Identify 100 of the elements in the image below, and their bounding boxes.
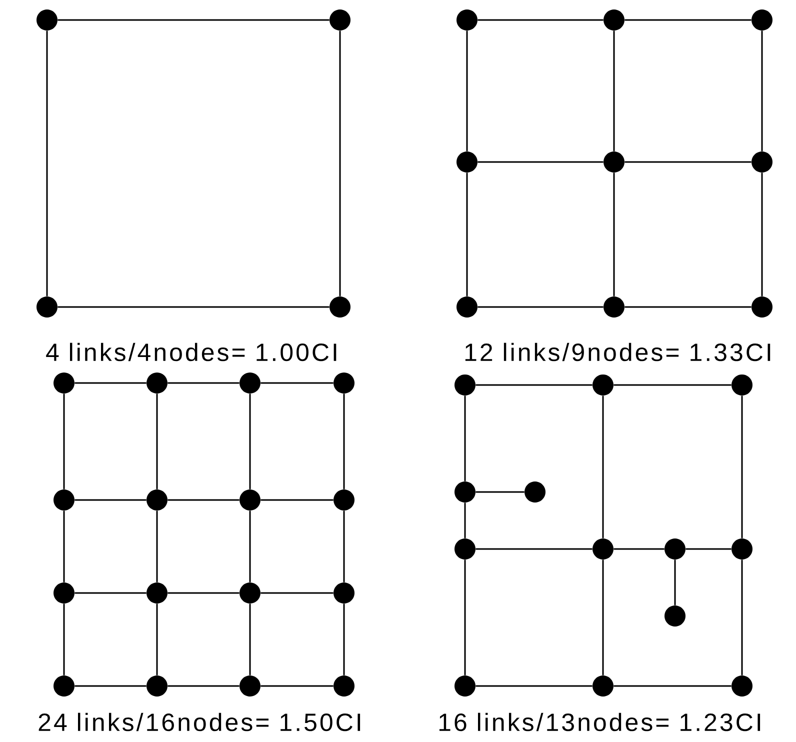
link-line: [674, 560, 676, 606]
link-line: [260, 592, 334, 594]
link-line: [476, 491, 524, 493]
link-line: [46, 30, 48, 296]
network-node: [752, 10, 772, 30]
caption: 12 links/9nodes= 1.33CI: [465, 342, 770, 362]
network-node: [456, 10, 478, 30]
network-node: [54, 372, 74, 394]
link-line: [260, 499, 334, 501]
link-line: [74, 499, 146, 501]
link-line: [74, 685, 146, 687]
network-node: [334, 676, 354, 696]
link-line: [741, 560, 743, 676]
link-line: [478, 19, 604, 21]
network-node: [146, 490, 168, 510]
network-node: [240, 490, 260, 510]
network-node: [592, 538, 614, 560]
network-node: [240, 582, 260, 604]
network-node: [732, 676, 752, 696]
network-node: [146, 676, 168, 696]
link-line: [613, 172, 615, 296]
link-line: [614, 548, 664, 550]
network-node: [604, 152, 624, 172]
network-node: [732, 374, 752, 396]
caption: 4 links/4nodes= 1.00CI: [46, 342, 336, 362]
link-line: [624, 306, 752, 308]
network-node: [454, 482, 476, 502]
link-line: [63, 604, 65, 676]
link-line: [168, 499, 240, 501]
link-line: [168, 382, 240, 384]
network-node: [752, 152, 772, 172]
network-node: [146, 372, 168, 394]
network-node: [36, 10, 58, 30]
link-line: [761, 172, 763, 296]
network-node: [752, 296, 772, 318]
network-node: [664, 606, 686, 626]
network-node: [334, 582, 354, 604]
network-node: [334, 372, 354, 394]
link-line: [614, 384, 732, 386]
link-line: [466, 172, 468, 296]
link-line: [466, 30, 468, 152]
link-line: [464, 396, 466, 482]
network-node: [454, 538, 476, 560]
caption: 24 links/16nodes= 1.50CI: [38, 712, 360, 732]
link-line: [249, 604, 251, 676]
link-line: [686, 548, 732, 550]
link-line: [614, 685, 732, 687]
network-node: [330, 10, 350, 30]
link-line: [156, 510, 158, 582]
link-line: [63, 510, 65, 582]
link-line: [339, 30, 341, 296]
link-line: [249, 510, 251, 582]
link-line: [58, 306, 330, 308]
link-line: [156, 604, 158, 676]
link-line: [478, 161, 604, 163]
link-line: [476, 384, 592, 386]
network-node: [334, 490, 354, 510]
link-line: [260, 382, 334, 384]
link-line: [624, 19, 752, 21]
network-node: [524, 482, 546, 502]
link-line: [613, 30, 615, 152]
network-node: [604, 10, 624, 30]
link-line: [478, 306, 604, 308]
network-node: [54, 676, 74, 696]
network-node: [592, 374, 614, 396]
caption: 16 links/13nodes= 1.23CI: [439, 712, 760, 732]
network-node: [146, 582, 168, 604]
link-line: [74, 592, 146, 594]
link-line: [476, 685, 592, 687]
link-line: [74, 382, 146, 384]
network-node: [454, 374, 476, 396]
network-node: [54, 490, 74, 510]
network-node: [664, 538, 686, 560]
link-line: [761, 30, 763, 152]
link-line: [168, 592, 240, 594]
link-line: [464, 560, 466, 676]
link-line: [464, 502, 466, 538]
network-node: [592, 676, 614, 696]
network-node: [54, 582, 74, 604]
network-node: [456, 152, 478, 172]
link-line: [249, 394, 251, 490]
link-line: [343, 394, 345, 490]
network-node: [732, 538, 752, 560]
network-node: [240, 372, 260, 394]
network-node: [36, 296, 58, 318]
link-line: [156, 394, 158, 490]
network-node: [456, 296, 478, 318]
network-node: [454, 676, 476, 696]
link-line: [624, 161, 752, 163]
network-node: [330, 296, 350, 318]
link-line: [602, 396, 604, 538]
network-node: [240, 676, 260, 696]
link-line: [741, 396, 743, 538]
link-line: [343, 604, 345, 676]
link-line: [476, 548, 592, 550]
link-line: [260, 685, 334, 687]
link-line: [602, 560, 604, 676]
network-node: [604, 296, 624, 318]
link-line: [58, 19, 330, 21]
link-line: [63, 394, 65, 490]
